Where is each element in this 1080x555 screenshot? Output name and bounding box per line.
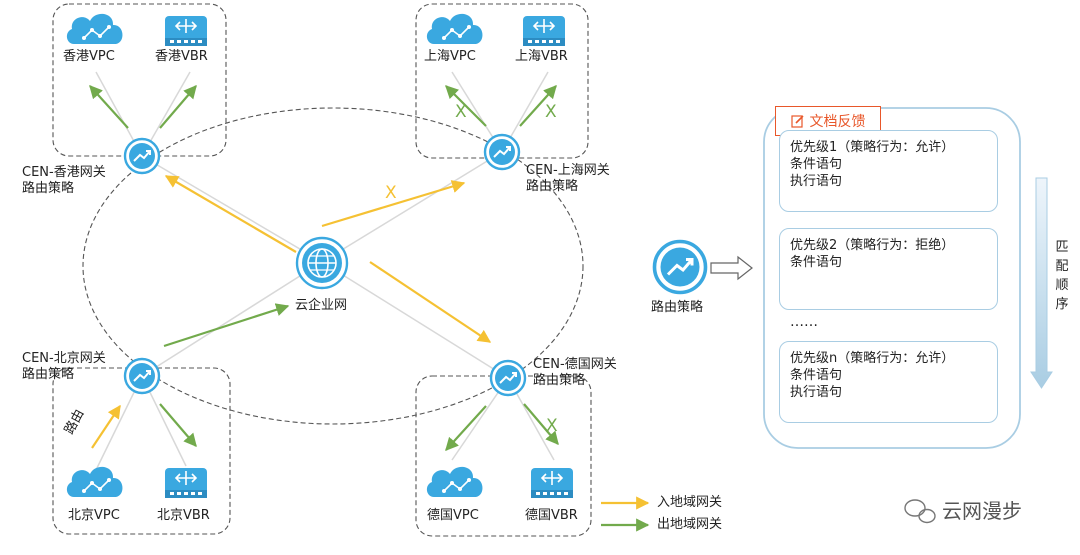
shanghai-vpc-label: 上海VPC: [424, 49, 476, 64]
arrow-bjvpc-to-gw: [91, 404, 121, 449]
legend-outbound-label: 出地域网关: [657, 517, 723, 532]
cen-globe-icon: [295, 236, 349, 290]
cen-boundary: [82, 107, 584, 425]
hongkong-vpc-icon: [66, 13, 124, 45]
rule-action: 执行语句: [790, 385, 843, 400]
germany-region-frame: [415, 375, 592, 537]
germany-vbr-icon: [530, 467, 574, 499]
germany-vbr-label: 德国VBR: [525, 508, 578, 523]
beijing-vpc-label: 北京VPC: [68, 508, 120, 523]
beijing-gateway-label: CEN-北京网关: [22, 351, 106, 366]
order-label-char: 匹: [1055, 240, 1069, 255]
shanghai-gateway-policy-label: 路由策略: [526, 179, 579, 194]
arrow-hkgw-to-vbr: [159, 84, 197, 129]
hongkong-gateway-icon: [123, 137, 161, 175]
edit-icon: [790, 115, 804, 128]
rule-condition: 条件语句: [790, 255, 843, 270]
legend-inbound-label: 入地域网关: [657, 495, 723, 510]
arrow-cen-to-de: [369, 261, 492, 343]
shanghai-gateway-icon: [483, 133, 521, 171]
germany-gateway-policy-label: 路由策略: [533, 373, 586, 388]
hongkong-vpc-label: 香港VPC: [63, 49, 115, 64]
arrow-degw-to-vbr: [523, 403, 559, 446]
germany-gateway-label: CEN-德国网关: [533, 357, 617, 372]
route-policy-icon: [652, 239, 708, 295]
policy-group-frame: [763, 107, 1021, 449]
beijing-vbr-icon: [164, 467, 208, 499]
policy-rule-1: 优先级1（策略行为：允许） 条件语句 执行语句: [779, 130, 998, 212]
hongkong-gateway-policy-label: 路由策略: [22, 181, 75, 196]
hongkong-vbr-label: 香港VBR: [155, 49, 208, 64]
shanghai-vbr-label: 上海VBR: [515, 49, 568, 64]
route-policy-label: 路由策略: [651, 300, 704, 315]
rule-action: 执行语句: [790, 174, 843, 189]
wechat-logo-icon: [904, 499, 936, 524]
germany-gateway-icon: [489, 359, 527, 397]
feedback-button-label: 文档反馈: [809, 114, 866, 130]
inbound-arrows: [91, 175, 492, 449]
rule-title: 优先级n（策略行为：允许）: [790, 351, 955, 366]
shanghai-vbr-icon: [522, 15, 566, 47]
arrow-cen-to-sh: [321, 180, 466, 228]
beijing-gateway-policy-label: 路由策略: [22, 367, 75, 382]
arrow-degw-to-vpc: [445, 405, 487, 451]
arrow-hkgw-to-vpc: [89, 85, 129, 129]
arrow-bjgw-to-cen: [163, 303, 290, 348]
expand-arrow: [710, 255, 753, 281]
rule-condition: 条件语句: [790, 368, 843, 383]
cen-label: 云企业网: [295, 298, 348, 313]
order-label-char: 序: [1055, 297, 1069, 312]
order-label-char: 顺: [1055, 278, 1069, 293]
hongkong-vbr-icon: [164, 15, 208, 47]
germany-vpc-label: 德国VPC: [427, 508, 479, 523]
outbound-arrows: [89, 84, 559, 451]
shanghai-gateway-label: CEN-上海网关: [526, 163, 610, 178]
arrow-shgw-to-vpc: [445, 85, 487, 127]
hongkong-region-frame: [52, 3, 227, 157]
rule-condition: 条件语句: [790, 157, 843, 172]
arrow-cen-to-hk: [164, 175, 297, 253]
shanghai-vpc-icon: [426, 13, 484, 45]
blocked-mark-sh-vpc: X: [455, 102, 467, 122]
beijing-vbr-label: 北京VBR: [157, 508, 210, 523]
hongkong-gateway-label: CEN-香港网关: [22, 165, 106, 180]
beijing-vpc-icon: [66, 466, 124, 498]
order-label-char: 配: [1055, 259, 1069, 274]
arrow-shgw-to-vbr: [519, 85, 557, 127]
order-down-arrow: [1030, 177, 1053, 389]
beijing-gateway-icon: [123, 357, 161, 395]
policy-rule-n: 优先级n（策略行为：允许） 条件语句 执行语句: [779, 341, 998, 423]
rule-title: 优先级2（策略行为：拒绝）: [790, 238, 955, 253]
watermark-text: 云网漫步: [942, 499, 1022, 523]
arrow-bjgw-to-vbr: [159, 403, 197, 448]
policy-rule-2: 优先级2（策略行为：拒绝） 条件语句: [779, 228, 998, 310]
rule-title: 优先级1（策略行为：允许）: [790, 140, 955, 155]
rule-ellipsis: ……: [790, 314, 818, 330]
blocked-mark-de-vbr: X: [546, 416, 558, 436]
shanghai-region-frame: [415, 3, 589, 159]
germany-vpc-icon: [426, 466, 484, 498]
blocked-mark-sh-vbr: X: [545, 102, 557, 122]
blocked-mark-cen-sh: X: [385, 183, 397, 203]
